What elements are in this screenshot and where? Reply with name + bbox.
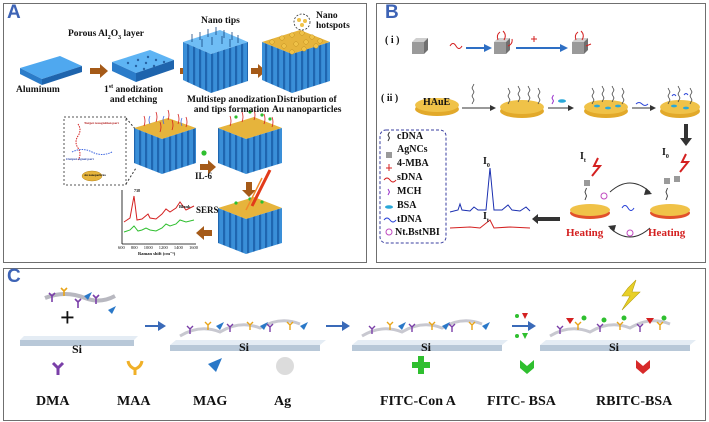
legend-b-item: Nt.BstNBI (395, 227, 440, 238)
row-ii (415, 83, 700, 146)
raman-peak-label: 738 (134, 188, 140, 193)
molecules-3 (361, 319, 490, 338)
raman-ticks: 600 800 1000 1200 1400 1600 (118, 245, 198, 251)
label-il6: IL-6 (195, 171, 213, 181)
arrows-c (145, 321, 536, 331)
legend-c-fitc-bsa: FITC- BSA (487, 394, 556, 409)
raman-xlabel: Raman shift (cm⁻¹) (138, 251, 176, 256)
arrow-a1 (90, 64, 108, 78)
nano-tips-block (183, 27, 248, 93)
panel-c-label: C (7, 266, 21, 287)
hotspot-block (262, 13, 330, 93)
arrow-a3 (251, 64, 266, 78)
legend-b-item: tDNA (397, 214, 422, 225)
raman-blank-label: Blank (179, 204, 191, 209)
legend-c-rbitc-bsa: RBITC-BSA (596, 394, 673, 409)
raman-spectrum (121, 190, 196, 245)
si-label-3: Si (421, 340, 432, 354)
raman-tick: 1000 (143, 245, 153, 250)
legend-b-item: MCH (397, 186, 422, 197)
si-label-1: Si (72, 342, 83, 356)
it-spec-label: It (483, 211, 489, 224)
panel-a-label: A (7, 2, 21, 23)
substrate-3 (352, 340, 508, 351)
molecules-4 (549, 279, 671, 338)
row-ii-label: ( ii ) (381, 93, 399, 104)
heating-right: Heating (648, 227, 686, 239)
label-aluminum: Aluminum (16, 85, 60, 95)
label-porous-layer: Porous Al2O3 layer (68, 29, 145, 41)
spectrum-b (449, 167, 531, 229)
legend-b-item: BSA (397, 200, 417, 211)
si-label-4: Si (609, 340, 620, 354)
il6-marker (201, 150, 207, 156)
i0-spec-label: I0 (483, 156, 490, 169)
heating-left: Heating (566, 227, 604, 239)
raman-tick: 800 (130, 245, 138, 250)
legend-b-symbols (383, 131, 397, 236)
legend-c-dma: DMA (36, 394, 70, 409)
legend-b-item: cDNA (397, 131, 424, 142)
legend-c-maa: MAA (117, 394, 151, 409)
molecules-2 (179, 319, 308, 338)
arrow-left (196, 226, 212, 240)
inset-output-text: Output signal part (66, 157, 94, 161)
legend-box-b (379, 129, 447, 244)
reagents-1 (44, 287, 116, 314)
legend-b-item: AgNCs (397, 144, 428, 155)
i0-top-label: I0 (662, 147, 669, 160)
legend-b-item: 4-MBA (397, 158, 429, 169)
porous-slab (112, 50, 174, 82)
raman-tick: 1200 (158, 245, 168, 250)
arrow-b-left (532, 214, 560, 224)
it-top-label: It (580, 151, 586, 164)
legend-c-symbols (51, 356, 650, 375)
row-i (412, 30, 592, 54)
inset-target-text: Target recognition part (84, 121, 119, 125)
substrate-1 (20, 336, 138, 346)
arrow-label-icons (515, 313, 528, 339)
bound-block (218, 109, 282, 174)
raman-tick: 600 (118, 245, 125, 250)
panel-b-label: B (385, 2, 399, 23)
substrate-4 (540, 340, 696, 351)
label-sers: SERS (196, 205, 219, 215)
raman-tick: 1400 (173, 245, 183, 250)
haue-label: HAuE (423, 97, 451, 108)
substrate-2 (170, 340, 326, 351)
arrow-down (242, 182, 256, 197)
row-i-label: ( i ) (385, 35, 400, 46)
si-label-2: Si (239, 340, 250, 354)
cycle-b (570, 153, 691, 238)
label-nano-tips: Nano tips (201, 16, 240, 26)
legend-c-ag: Ag (274, 394, 292, 409)
arrow-il6 (200, 160, 216, 174)
legend-c-mag: MAG (193, 394, 228, 409)
aluminum-slab (20, 56, 82, 85)
inset-au-text: Au nanoparticles (84, 173, 106, 177)
plus-sign: + (60, 303, 75, 332)
inset-content (71, 123, 113, 182)
func-block (134, 109, 196, 174)
sers-block (218, 169, 282, 254)
legend-b-item: sDNA (397, 172, 423, 183)
legend-c-fitc-cona: FITC-Con A (380, 394, 456, 409)
raman-tick: 1600 (188, 245, 198, 250)
